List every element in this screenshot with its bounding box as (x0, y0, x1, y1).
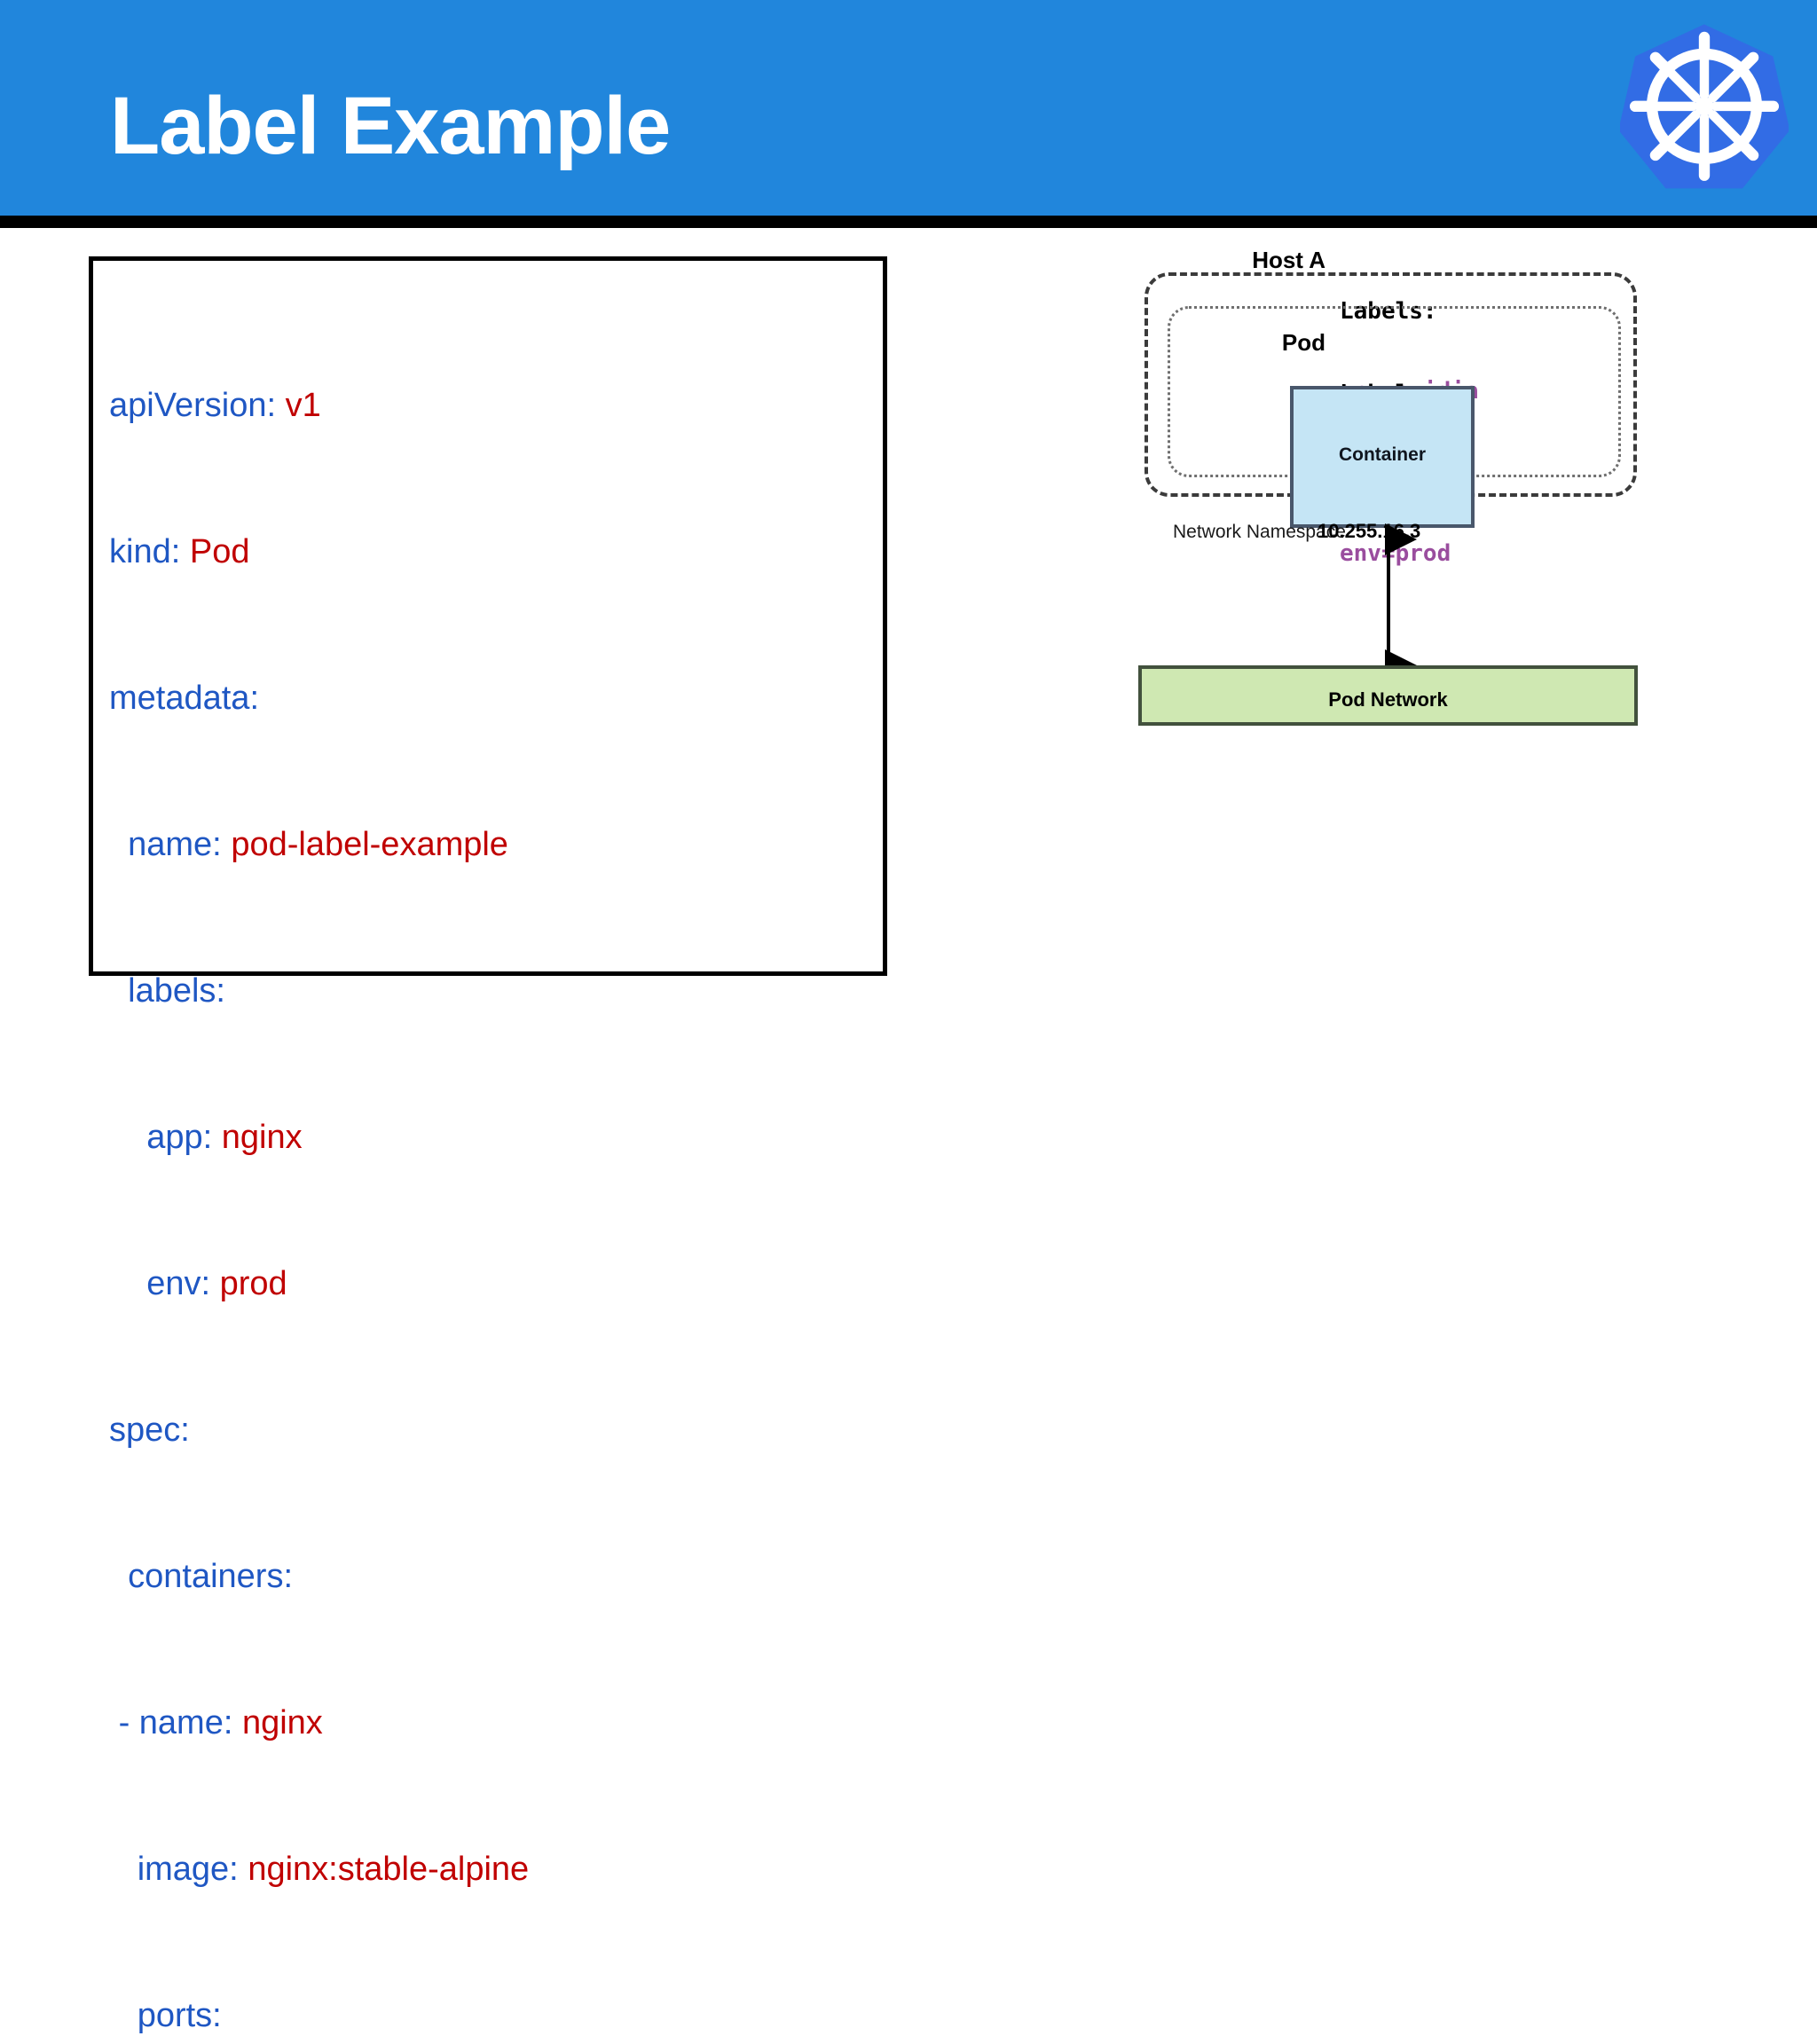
yaml-key: app: (146, 1119, 213, 1156)
code-line: image: nginx:stable-alpine (109, 1845, 530, 1894)
code-line: apiVersion: v1 (109, 381, 529, 430)
yaml-value: nginx (221, 1119, 303, 1156)
container-box: Container (1290, 386, 1475, 528)
yaml-key: kind: (109, 533, 181, 570)
yaml-code-content: apiVersion: v1 kind: Pod metadata: name:… (109, 284, 529, 2044)
yaml-value: v1 (285, 387, 321, 424)
page-title: Label Example (110, 81, 671, 171)
yaml-key: ports: (137, 1997, 222, 2034)
yaml-key: env: (146, 1265, 211, 1302)
yaml-key: name: (128, 826, 222, 863)
yaml-value: pod-label-example (231, 826, 508, 863)
code-line: labels: (109, 967, 529, 1016)
header-bar (0, 0, 1817, 216)
yaml-value: Pod (189, 533, 250, 570)
container-label: Container (1338, 444, 1426, 465)
yaml-key: metadata: (109, 680, 259, 717)
yaml-key: image: (137, 1851, 239, 1888)
code-line: - name: nginx (109, 1699, 529, 1748)
code-line: spec: (109, 1406, 529, 1455)
yaml-value: nginx (241, 1704, 323, 1741)
yaml-code-box: apiVersion: v1 kind: Pod metadata: name:… (89, 256, 887, 2034)
host-labels-heading: Labels: (1340, 298, 1437, 325)
code-line: kind: Pod (109, 528, 529, 577)
pod-name-label: Pod (1281, 329, 1325, 356)
code-line: containers: (109, 1553, 529, 1601)
code-line: metadata: (109, 674, 529, 723)
pod-network-box: Pod Network (1138, 665, 1638, 726)
yaml-value: nginx:stable-alpine (248, 1851, 530, 1888)
pod-network-label: Pod Network (1328, 688, 1448, 711)
pod-architecture-diagram: Host A Labels: gpu=nvidia Pod Labels: ap… (1127, 247, 1677, 958)
code-line: ports: (109, 1992, 529, 2040)
header-divider-rule (0, 216, 1817, 228)
code-line: app: nginx (109, 1113, 529, 1162)
code-line: env: prod (109, 1260, 529, 1309)
network-namespace-ip: 10.255.16.3 (1318, 520, 1421, 542)
yaml-key: - name: (118, 1704, 233, 1741)
yaml-key: apiVersion: (109, 387, 277, 424)
code-line: name: pod-label-example (109, 821, 529, 869)
yaml-key: containers: (128, 1558, 294, 1595)
pod-label-env: env=prod (1340, 540, 1451, 567)
host-name-label: Host A (1252, 247, 1325, 273)
yaml-value: prod (219, 1265, 287, 1302)
kubernetes-logo-icon (1618, 7, 1790, 200)
yaml-key: labels: (128, 972, 225, 1010)
network-namespace-label: Network Namespace (1173, 522, 1346, 542)
yaml-key: spec: (109, 1411, 190, 1449)
